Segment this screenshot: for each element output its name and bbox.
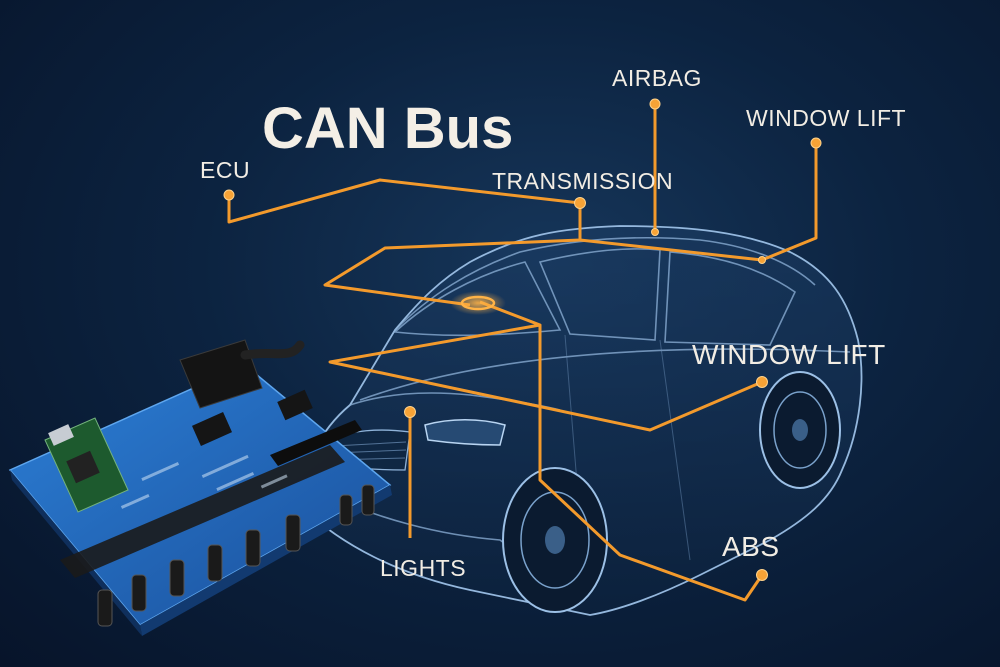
knob-6	[285, 514, 301, 552]
board-chip-1	[191, 412, 233, 446]
bus-line-abs	[538, 325, 764, 602]
node-window-lift-top-low	[758, 256, 766, 264]
car-window-rear	[664, 251, 797, 346]
car-beltline	[359, 348, 851, 401]
node-window-lift-top	[810, 137, 822, 149]
node-transmission	[574, 197, 586, 209]
car-roof	[394, 236, 816, 331]
node-ecu	[223, 189, 235, 201]
knob-2	[131, 574, 147, 612]
label-window-lift-top: WINDOW LIFT	[746, 105, 906, 131]
knob-7	[339, 494, 353, 526]
car-window-front	[538, 248, 661, 341]
board-usb-port	[48, 424, 74, 446]
node-airbag-low	[651, 228, 659, 236]
diagram-title: CAN Bus	[262, 96, 513, 161]
knob-5	[245, 529, 261, 567]
node-window-lift-mid	[756, 376, 768, 388]
bus-hub-glow	[450, 291, 506, 315]
board-header-strip	[270, 420, 362, 466]
label-lights: LIGHTS	[380, 555, 466, 581]
bus-nodes	[223, 98, 822, 581]
bus-line-window-lift-top	[579, 143, 818, 262]
knob-8	[361, 484, 375, 516]
board-chip-2	[277, 389, 313, 421]
board-connector-cable	[240, 340, 305, 360]
knob-3	[169, 559, 185, 597]
car-wheel-rear	[759, 371, 841, 489]
car-illustration	[299, 225, 863, 616]
label-ecu: ECU	[200, 157, 250, 183]
knob-4	[207, 544, 223, 582]
node-lights	[404, 406, 416, 418]
label-airbag: AIRBAG	[612, 65, 702, 91]
label-abs: ABS	[722, 531, 780, 562]
board-label-strip	[60, 445, 345, 578]
car-wheel-front	[502, 467, 608, 613]
board-edge	[140, 485, 392, 636]
board-silkscreen	[120, 454, 288, 509]
board-mcu-chip	[66, 450, 100, 484]
car-windshield	[393, 261, 562, 337]
bus-hub	[460, 295, 496, 311]
label-window-lift-mid: WINDOW LIFT	[692, 339, 886, 370]
node-airbag	[649, 98, 661, 110]
board-knobs	[97, 484, 375, 627]
node-abs	[756, 569, 768, 581]
knob-1	[97, 589, 113, 627]
label-transmission: TRANSMISSION	[492, 168, 673, 194]
car-door-seam-2	[659, 339, 691, 561]
car-headlight	[424, 419, 506, 446]
car-body	[299, 225, 863, 616]
can-interface-board	[8, 339, 392, 636]
can-bus-wiring	[227, 104, 818, 602]
bus-line-window-lift-mid	[328, 300, 763, 432]
